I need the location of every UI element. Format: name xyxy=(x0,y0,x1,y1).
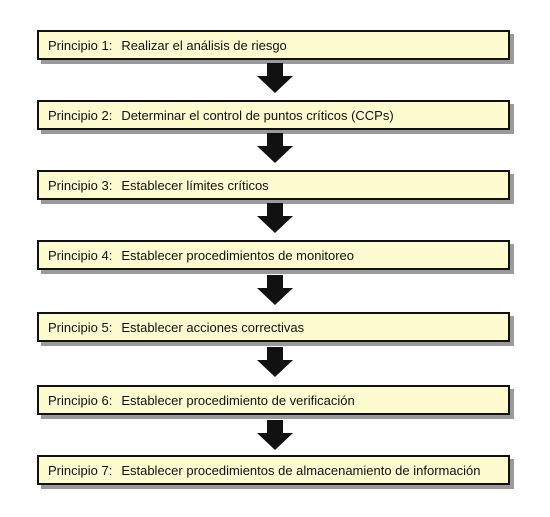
principle-box-6: Principio 6: Establecer procedimiento de… xyxy=(37,385,510,415)
arrow-down-icon xyxy=(257,275,293,305)
arrow-down-icon xyxy=(257,203,293,233)
principle-box-1: Principio 1: Realizar el análisis de rie… xyxy=(37,30,510,60)
principle-box-7: Principio 7: Establecer procedimientos d… xyxy=(37,455,510,485)
principle-label: Principio 7: xyxy=(48,462,113,478)
principle-box-4: Principio 4: Establecer procedimientos d… xyxy=(37,240,510,270)
principle-label: Principio 2: xyxy=(48,107,113,123)
principle-text: Establecer procedimiento de verificación xyxy=(121,392,355,408)
principle-box-3: Principio 3: Establecer límites críticos xyxy=(37,170,510,200)
principle-box-5: Principio 5: Establecer acciones correct… xyxy=(37,312,510,342)
principle-label: Principio 1: xyxy=(48,37,113,53)
principle-label: Principio 3: xyxy=(48,177,113,193)
arrow-down-icon xyxy=(257,63,293,93)
principle-text: Determinar el control de puntos críticos… xyxy=(121,107,394,123)
principle-text: Establecer acciones correctivas xyxy=(121,319,305,335)
arrow-down-icon xyxy=(257,347,293,377)
arrow-down-icon xyxy=(257,133,293,163)
arrow-down-icon xyxy=(257,420,293,450)
principle-text: Establecer procedimientos de monitoreo xyxy=(121,247,354,263)
principle-text: Establecer límites críticos xyxy=(121,177,269,193)
principle-text: Establecer procedimientos de almacenamie… xyxy=(121,462,481,478)
principle-box-2: Principio 2: Determinar el control de pu… xyxy=(37,100,510,130)
principle-label: Principio 4: xyxy=(48,247,113,263)
principle-text: Realizar el análisis de riesgo xyxy=(121,37,287,53)
principle-label: Principio 5: xyxy=(48,319,113,335)
principle-label: Principio 6: xyxy=(48,392,113,408)
